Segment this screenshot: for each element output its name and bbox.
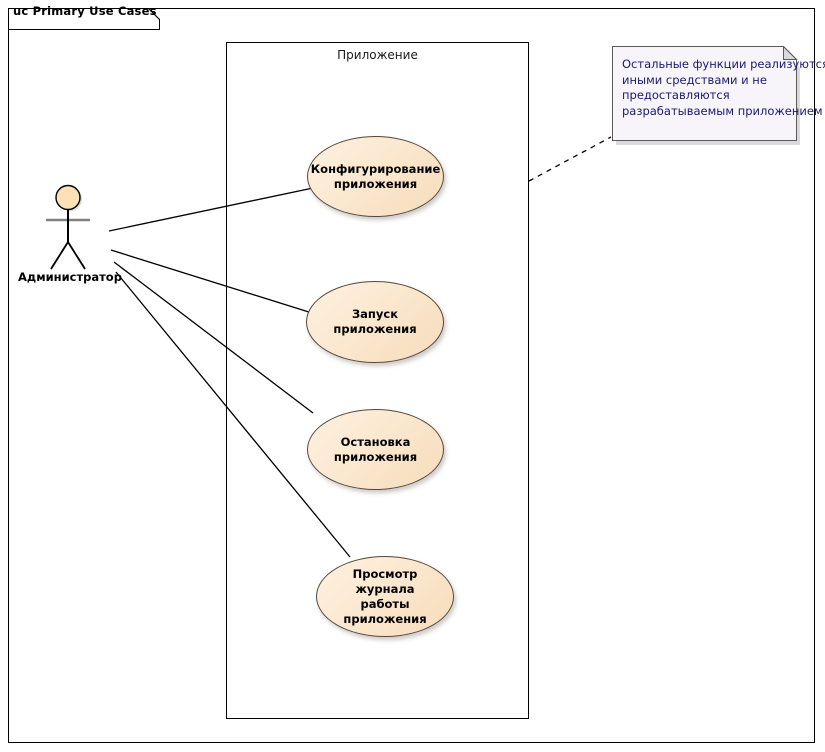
actor-leg-right-icon	[67, 241, 86, 270]
use-case-start-application[interactable]: Запуск приложения	[306, 281, 444, 363]
use-case-label: Просмотр журнала работы приложения	[343, 566, 427, 626]
note-fold-icon	[783, 46, 798, 60]
diagram-title: uc Primary Use Cases	[13, 4, 157, 18]
system-boundary-label: Приложение	[337, 48, 418, 62]
note-comment[interactable]: Остальные функции реализуются иными сред…	[612, 46, 825, 145]
actor-label: Администратор	[18, 270, 122, 284]
actor-leg-left-icon	[50, 241, 69, 270]
use-case-configure-application[interactable]: Конфигурирование приложения	[307, 136, 444, 217]
note-text: Остальные функции реализуются иными сред…	[622, 57, 825, 118]
actor-administrator[interactable]	[38, 180, 100, 270]
use-case-label: Конфигурирование приложения	[310, 161, 441, 191]
use-case-label: Запуск приложения	[333, 307, 417, 336]
actor-head-icon	[55, 184, 81, 211]
diagram-frame-tab	[8, 8, 160, 30]
note-body	[612, 46, 797, 141]
use-case-stop-application[interactable]: Остановка приложения	[307, 409, 444, 490]
use-case-label: Остановка приложения	[333, 434, 418, 464]
use-case-view-application-log[interactable]: Просмотр журнала работы приложения	[316, 556, 454, 637]
